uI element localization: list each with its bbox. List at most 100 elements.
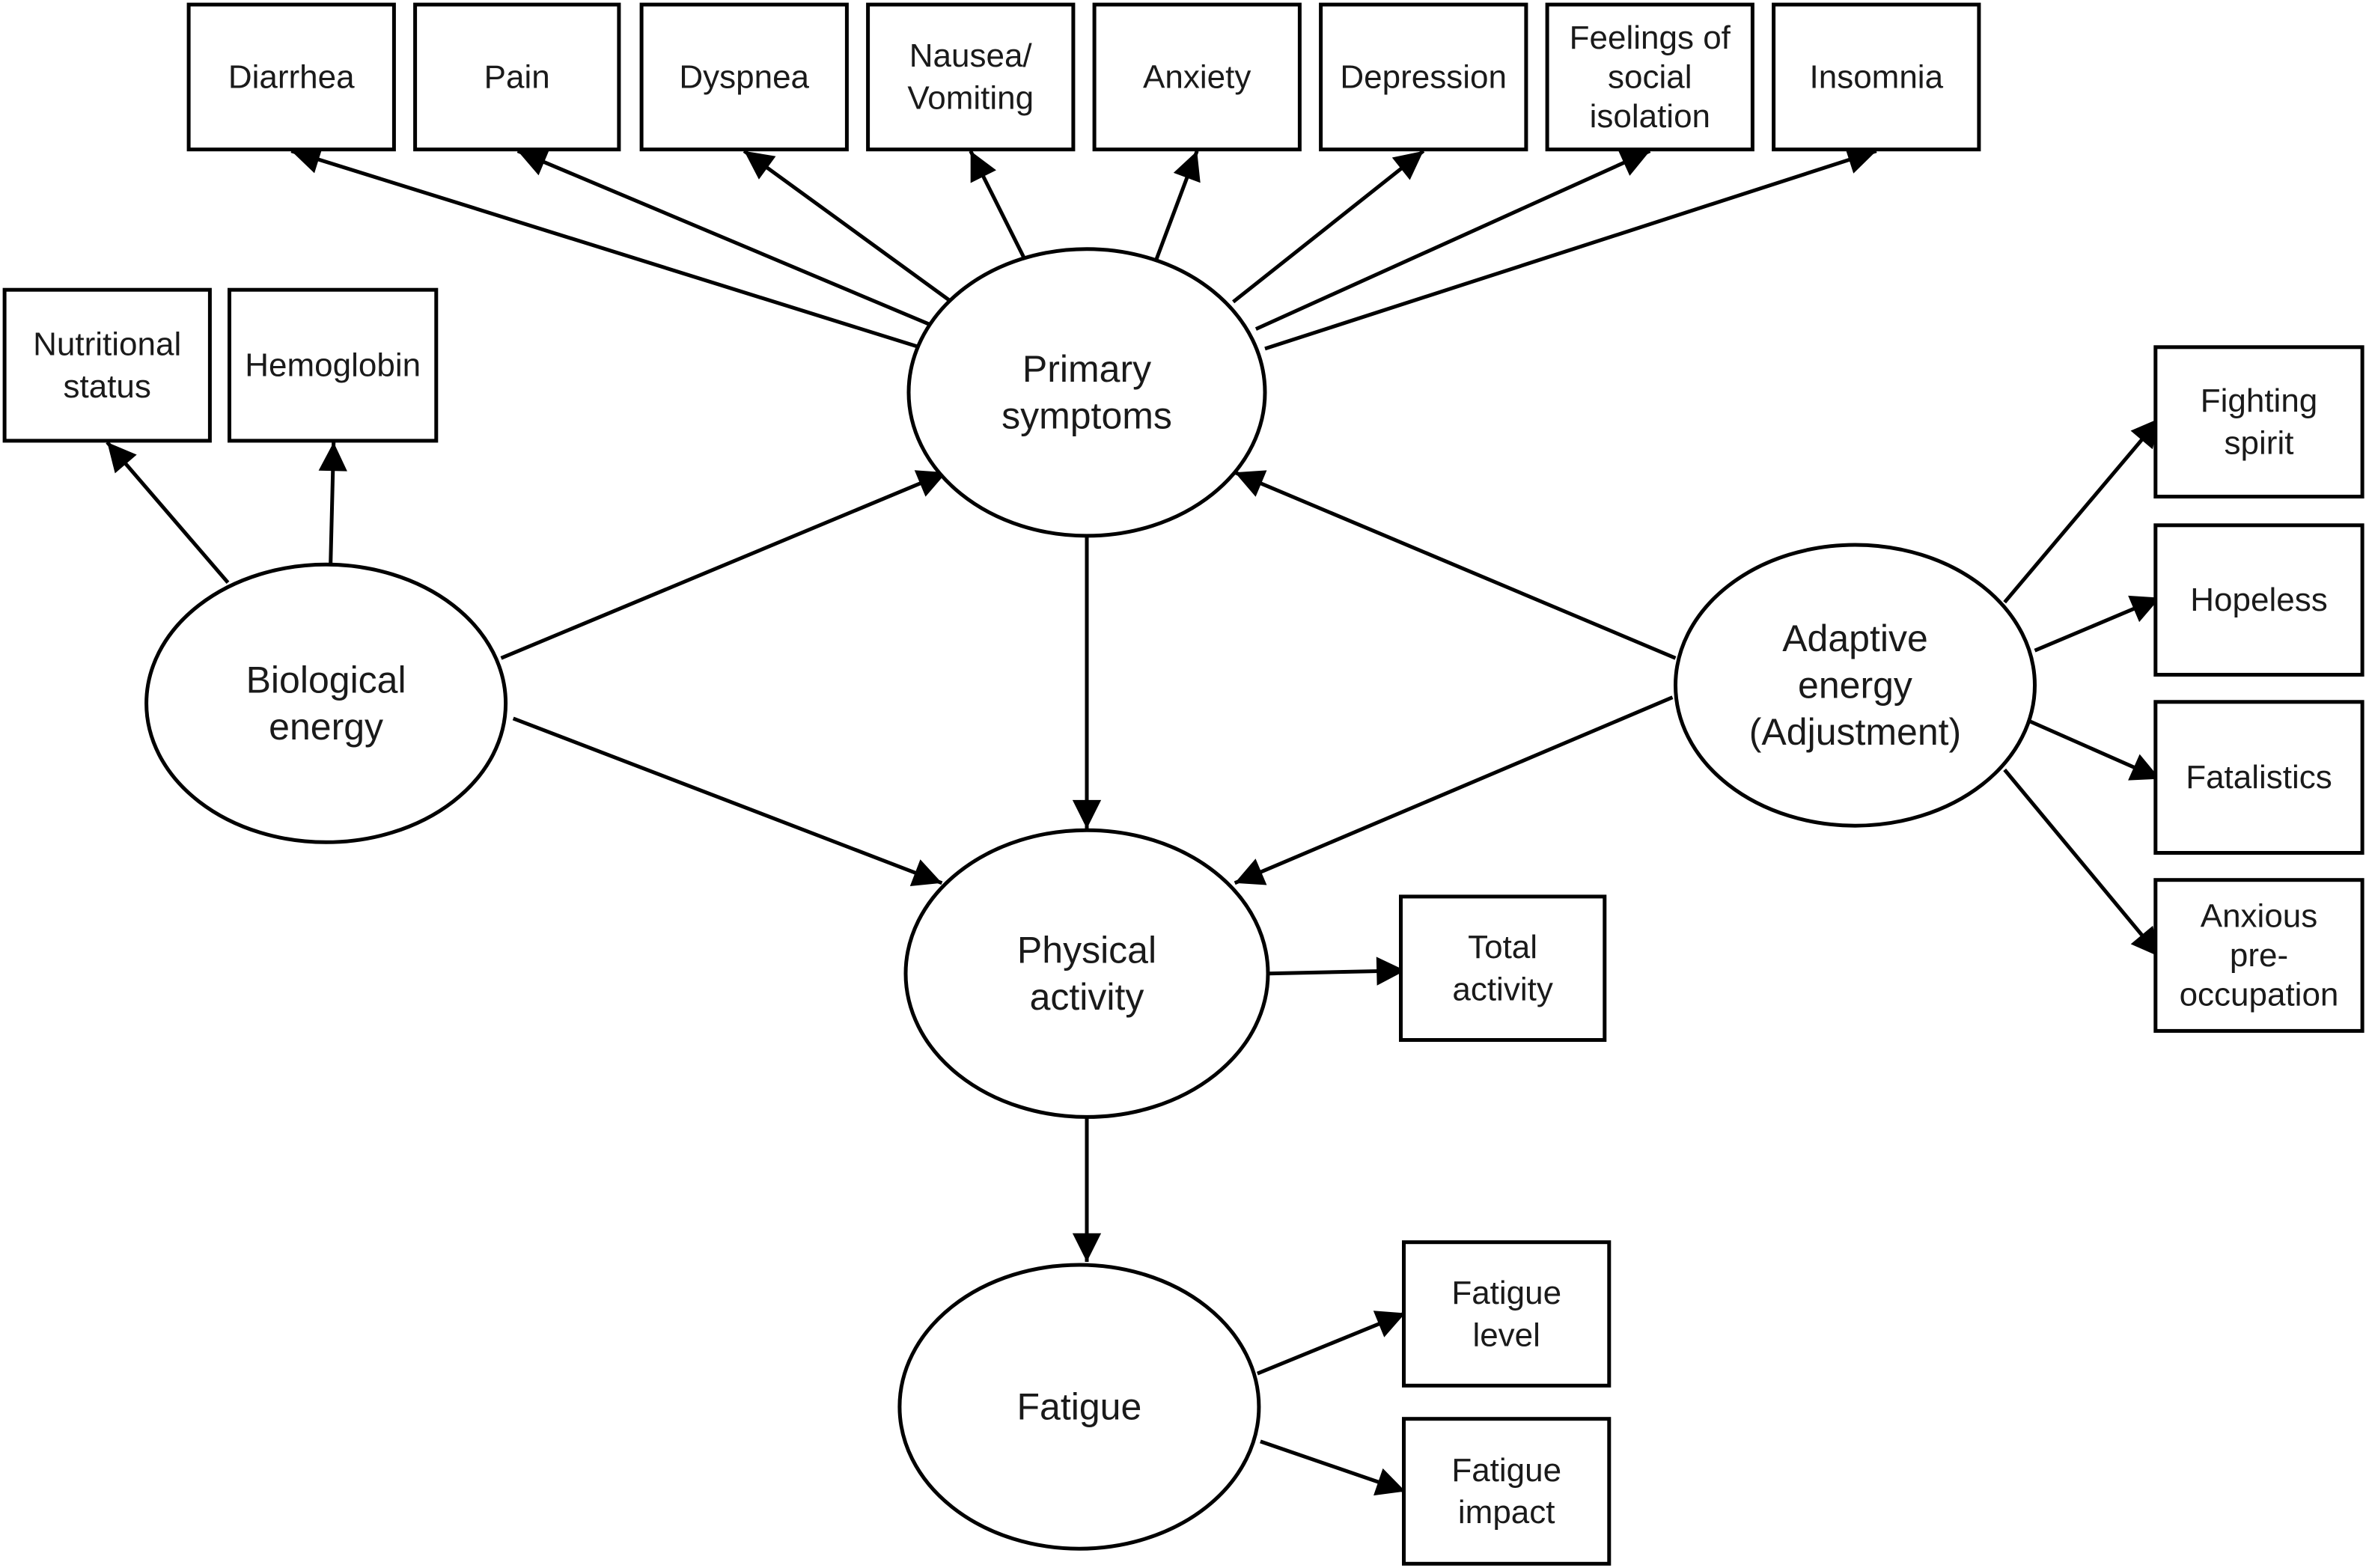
arrow-adaptive-energy-to-anxious-preoccupation: [2003, 768, 2162, 959]
indicator-box-frame: [866, 2, 1076, 152]
construct-adaptive-energy-label-line-3: (Adjustment): [1749, 711, 1961, 753]
indicator-fatigue-level-label-line-1: Fatigue: [1451, 1275, 1561, 1311]
indicator-box-frame: [2153, 345, 2365, 498]
indicator-box-frame: [1402, 1417, 1612, 1566]
arrow-primary-symptoms-to-insomnia: [1264, 146, 1877, 351]
construct-oval-physical-activity: Physical activity: [903, 828, 1270, 1119]
indicator-box-frame: [228, 287, 439, 443]
construct-primary-symptoms-label-line-1: Primary: [1022, 348, 1151, 390]
indicator-fighting-spirit-label-line-2: spirit: [2225, 424, 2294, 461]
indicator-box-hemoglobin: Hemoglobin: [228, 287, 439, 443]
indicator-box-frame: [1319, 2, 1528, 152]
arrow-adaptive-energy-to-primary-symptoms: [1234, 470, 1677, 660]
indicator-social-isolation-label-line-1: Feelings of: [1570, 19, 1731, 56]
arrow-adaptive-energy-to-hopeless: [2034, 595, 2161, 653]
indicator-box-frame: [1545, 2, 1754, 152]
arrow-biological-energy-to-hemoglobin: [318, 442, 347, 564]
construct-oval-shape: [1674, 543, 2037, 828]
indicator-box-insomnia: Insomnia: [1772, 2, 1981, 152]
indicator-box-fatalistics: Fatalistics: [2153, 700, 2365, 855]
arrow-physical-activity-to-total-activity: [1267, 957, 1406, 986]
arrow-fatigue-to-fatigue-level: [1256, 1311, 1406, 1376]
indicator-box-frame: [1092, 2, 1302, 152]
indicator-box-fighting-spirit: Fighting spirit: [2153, 345, 2365, 498]
arrow-primary-symptoms-to-diarrhea: [290, 145, 920, 350]
construct-adaptive-energy-label-line-2: energy: [1798, 665, 1912, 707]
indicator-depression-label-line-1: Depression: [1340, 58, 1507, 95]
construct-biological-energy-label-line-1: Biological: [246, 659, 406, 701]
indicator-box-frame: [413, 2, 621, 152]
indicator-box-frame: [1399, 894, 1607, 1043]
indicator-box-diarrhea: Diarrhea: [186, 2, 396, 152]
arrow-primary-symptoms-to-dyspnea: [743, 149, 951, 302]
arrow-adaptive-energy-to-fighting-spirit: [2003, 416, 2162, 604]
construct-adaptive-energy-label-line-1: Adaptive: [1782, 617, 1928, 659]
arrow-biological-energy-to-primary-symptoms: [500, 470, 948, 660]
indicator-total-activity-label-line-1: Total: [1468, 929, 1537, 965]
indicator-box-pain: Pain: [413, 2, 621, 152]
indicator-box-frame: [2153, 878, 2365, 1033]
arrow-fatigue-to-fatigue-impact: [1260, 1439, 1406, 1496]
indicator-diarrhea-label-line-1: Diarrhea: [228, 58, 355, 95]
construct-biological-energy-label-line-2: energy: [269, 706, 383, 748]
indicator-box-frame: [2, 287, 212, 443]
construct-oval-biological-energy: Biological energy: [144, 562, 508, 844]
indicator-nutritional-status-label-line-1: Nutritional: [33, 326, 181, 362]
construct-oval-fatigue: Fatigue: [897, 1263, 1261, 1551]
indicator-hemoglobin-label-line-1: Hemoglobin: [245, 347, 421, 384]
indicator-total-activity-label-line-2: activity: [1452, 971, 1552, 1007]
indicator-box-frame: [186, 2, 396, 152]
indicator-box-nausea-vomiting: Nausea/Vomiting: [866, 2, 1076, 152]
indicator-box-frame: [1402, 1240, 1612, 1388]
indicator-social-isolation-label-line-3: isolation: [1590, 98, 1710, 135]
indicator-box-nutritional-status: Nutritional status: [2, 287, 212, 443]
indicator-box-anxiety: Anxiety: [1092, 2, 1302, 152]
indicator-box-depression: Depression: [1319, 2, 1528, 152]
indicator-social-isolation-label-line-2: social: [1608, 58, 1692, 95]
indicator-hopeless-label-line-1: Hopeless: [2190, 582, 2327, 618]
indicator-anxious-preoccupation-label-line-2: pre-: [2230, 937, 2288, 974]
indicator-pain-label-line-1: Pain: [484, 58, 550, 95]
construct-oval-adaptive-energy: Adaptive energy(Adjustment): [1674, 543, 2037, 828]
indicator-anxious-preoccupation-label-line-1: Anxious: [2201, 898, 2318, 935]
construct-oval-shape: [897, 1263, 1261, 1551]
arrow-biological-energy-to-nutritional-status: [106, 441, 230, 585]
construct-oval-primary-symptoms: Primary symptoms: [906, 247, 1267, 538]
indicator-anxious-preoccupation-label-line-3: occupation: [2180, 977, 2339, 1013]
indicator-dyspnea-label-line-1: Dyspnea: [679, 58, 809, 95]
arrow-biological-energy-to-physical-activity: [512, 716, 943, 886]
indicator-box-hopeless: Hopeless: [2153, 523, 2365, 677]
indicator-nutritional-status-label-line-2: status: [64, 368, 151, 405]
indicator-box-total-activity: Total activity: [1399, 894, 1607, 1043]
indicator-box-frame: [2153, 700, 2365, 855]
arrow-primary-symptoms-to-social-isolation: [1254, 149, 1651, 331]
arrow-primary-symptoms-to-nausea-vomiting: [969, 150, 1027, 261]
arrow-primary-symptoms-to-pain: [516, 148, 931, 326]
indicator-box-frame: [2153, 523, 2365, 677]
indicator-box-frame: [1772, 2, 1981, 152]
edges-layer: [106, 145, 2162, 1496]
indicator-nausea-vomiting-label-line-1: Nausea/: [909, 37, 1033, 74]
indicator-fatalistics-label-line-1: Fatalistics: [2186, 759, 2332, 796]
indicator-box-frame: [639, 2, 849, 152]
construct-physical-activity-label-line-1: Physical: [1017, 930, 1156, 971]
construct-physical-activity-label-line-2: activity: [1030, 976, 1144, 1018]
construct-primary-symptoms-label-line-2: symptoms: [1001, 395, 1172, 437]
indicator-fighting-spirit-label-line-1: Fighting: [2201, 382, 2318, 419]
indicator-fatigue-impact-label-line-1: Fatigue: [1451, 1452, 1561, 1489]
construct-oval-shape: [144, 562, 508, 844]
construct-oval-shape: [906, 247, 1267, 538]
indicator-box-fatigue-impact: Fatigue impact: [1402, 1417, 1612, 1566]
indicator-box-dyspnea: Dyspnea: [639, 2, 849, 152]
indicator-anxiety-label-line-1: Anxiety: [1143, 58, 1251, 95]
arrow-adaptive-energy-to-fatalistics: [2029, 719, 2161, 781]
indicator-nausea-vomiting-label-line-2: Vomiting: [907, 80, 1034, 117]
indicator-fatigue-impact-label-line-2: impact: [1458, 1494, 1555, 1531]
construct-oval-shape: [903, 828, 1270, 1119]
arrow-primary-symptoms-to-depression: [1232, 149, 1425, 304]
arrow-primary-symptoms-to-anxiety: [1154, 150, 1201, 260]
